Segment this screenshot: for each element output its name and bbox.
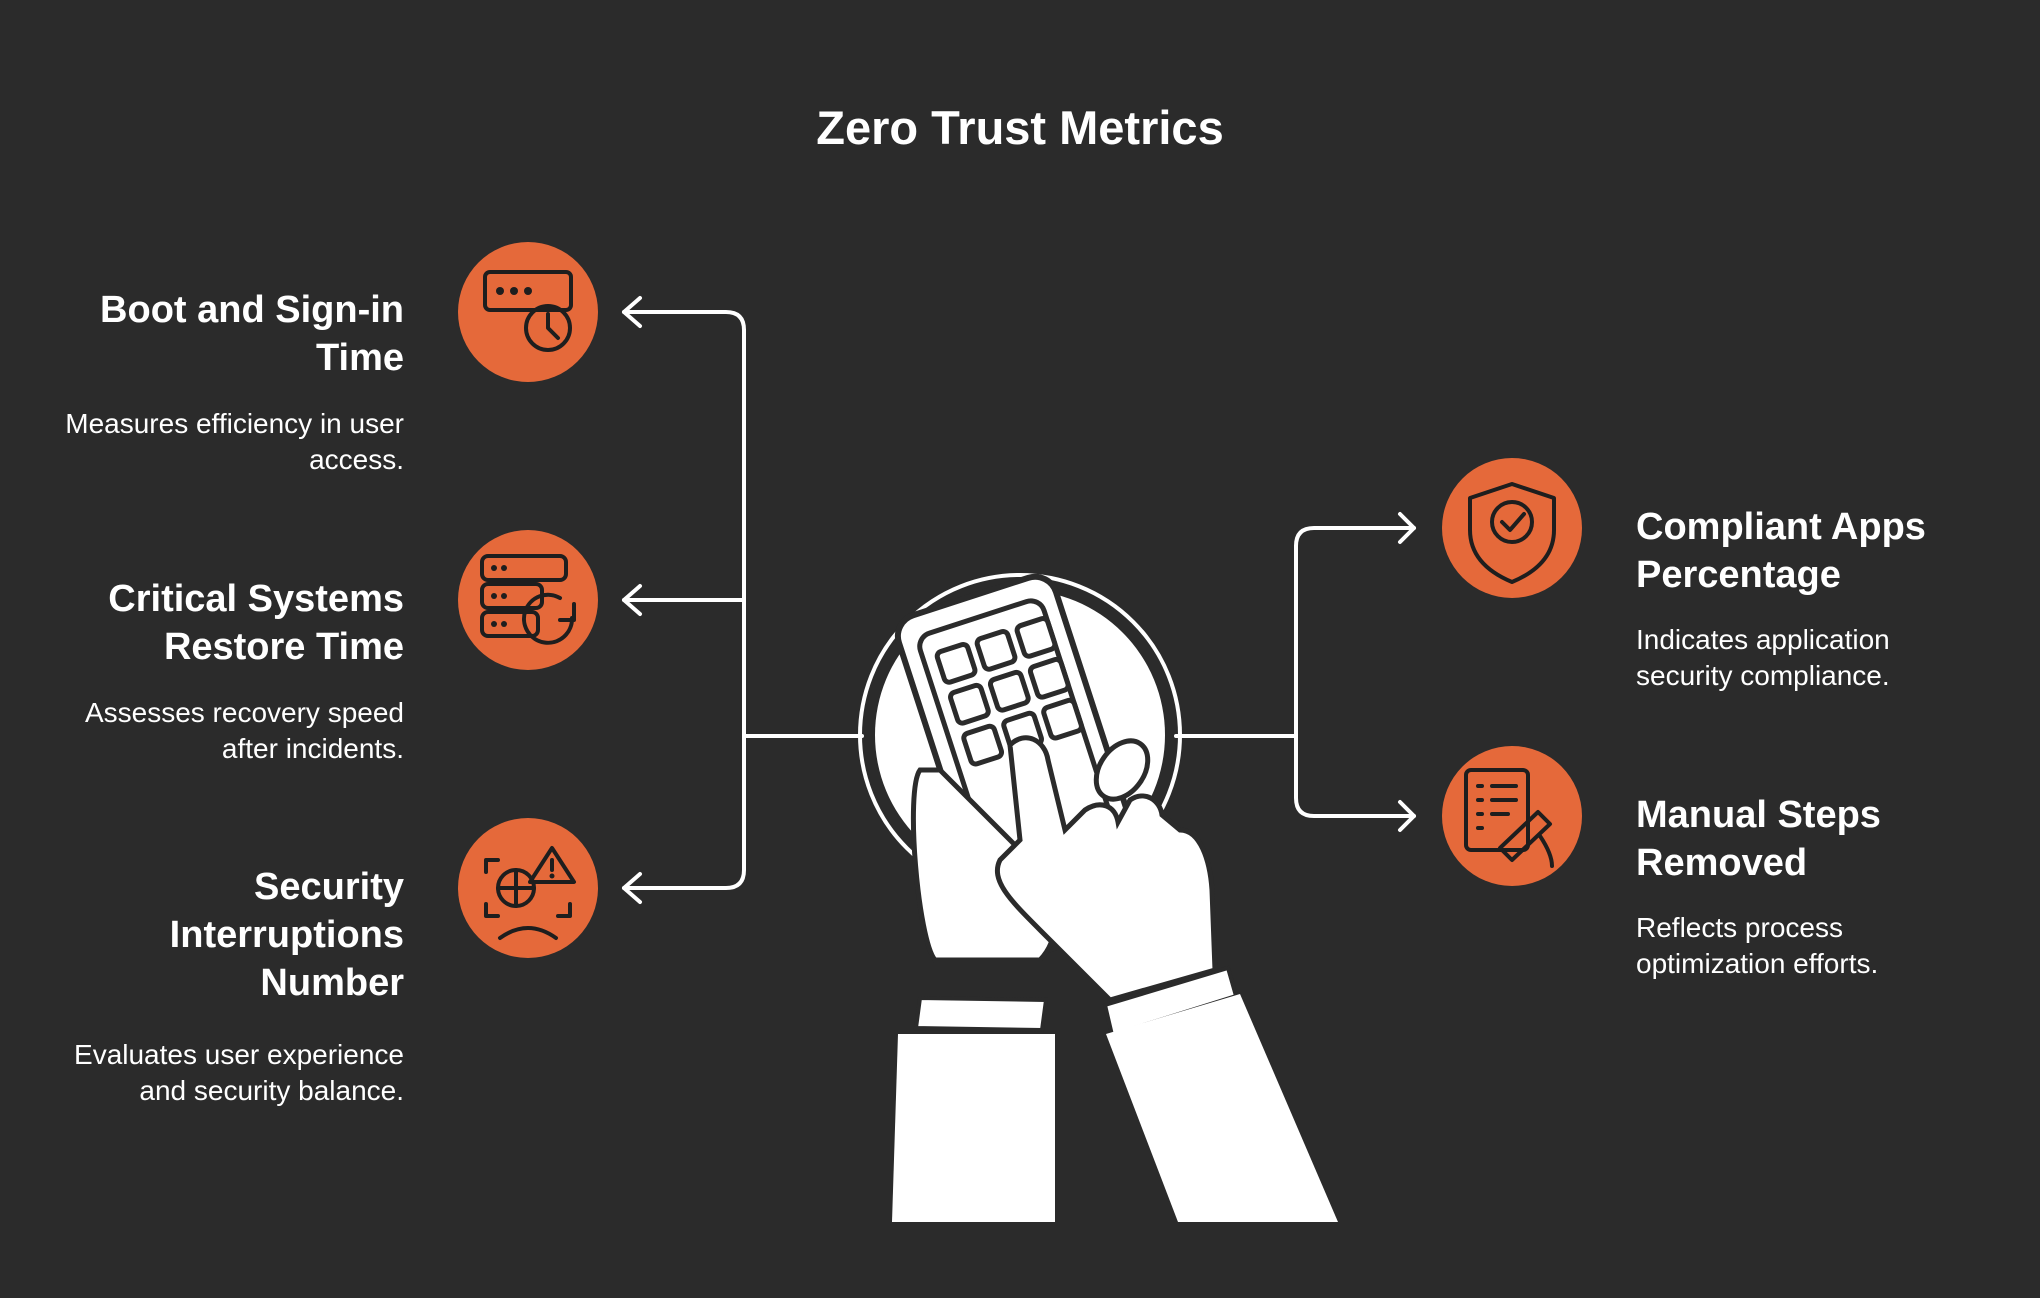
right-connector — [1174, 512, 1416, 832]
metric-desc-boot-signin: Measures efficiency in user access. — [65, 408, 404, 475]
server-restore-icon — [458, 530, 598, 670]
server-clock-icon — [458, 242, 598, 382]
metric-desc-compliant-apps: Indicates application security complianc… — [1636, 624, 1890, 691]
metric-desc-manual-steps: Reflects process optimization efforts. — [1636, 912, 1879, 979]
diagram-title: Zero Trust Metrics — [816, 101, 1224, 154]
metric-title-security-interruptions: Security Interruptions Number — [169, 866, 404, 1004]
metric-title-compliant-apps: Compliant Apps Percentage — [1636, 506, 1926, 596]
security-alert-icon — [458, 818, 598, 958]
metric-title-restore-time: Critical Systems Restore Time — [108, 578, 404, 668]
document-edit-icon — [1442, 746, 1582, 886]
left-connector — [622, 296, 864, 904]
metric-title-boot-signin: Boot and Sign-in Time — [100, 289, 404, 379]
metric-title-manual-steps: Manual Steps Removed — [1636, 794, 1881, 884]
metric-desc-security-interruptions: Evaluates user experience and security b… — [74, 1039, 404, 1106]
metric-desc-restore-time: Assesses recovery speed after incidents. — [84, 697, 404, 764]
shield-check-icon — [1442, 458, 1582, 598]
hands-keypad-icon — [858, 573, 1338, 1222]
